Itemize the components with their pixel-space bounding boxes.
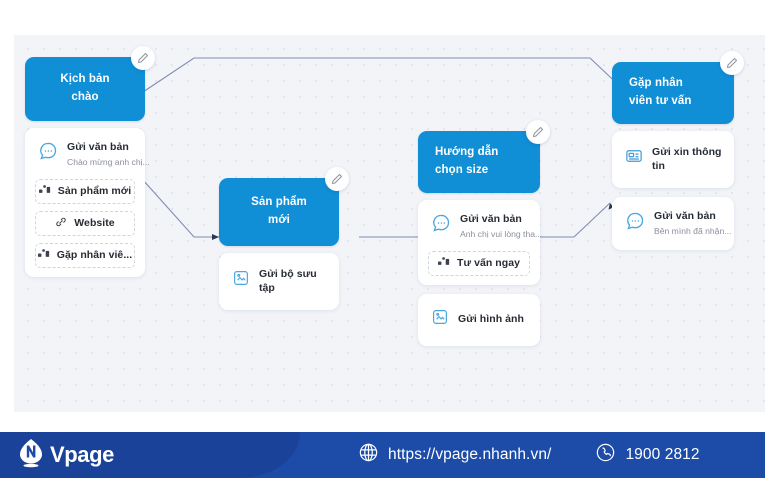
message-row[interactable]: Gửi bộ sưu tập [229, 264, 329, 299]
message-preview: Chào mừng anh chị... [67, 156, 150, 167]
option-meet-staff[interactable]: Gặp nhân viê... [35, 242, 135, 268]
globe-icon [358, 442, 379, 468]
node-greeting-header[interactable]: Kịch bản chào [25, 46, 155, 121]
image-card-icon [232, 269, 250, 292]
option-label: Gặp nhân viê... [56, 249, 133, 262]
footer-left-tint [0, 432, 300, 478]
message-row[interactable]: Gửi văn bản Chào mừng anh chị... [35, 137, 150, 172]
node-meet-staff-panel-text: Gửi văn bản Bên mình đã nhận... [612, 196, 734, 251]
message-title: Gửi hình ảnh [458, 313, 524, 326]
flow-block-icon [38, 184, 51, 198]
option-website[interactable]: Website [35, 210, 135, 236]
node-new-product[interactable]: Sản phẩm mới [219, 167, 349, 310]
node-new-product-header[interactable]: Sản phẩm mới [219, 167, 349, 246]
message-row[interactable]: Gửi hình ảnh [428, 305, 530, 335]
chat-bubble-icon [431, 213, 451, 238]
node-meet-staff-title: Gặp nhân viên tư vấn [629, 77, 692, 107]
node-greeting-panel: Gửi văn bản Chào mừng anh chị... Sản phẩ… [25, 127, 150, 277]
message-title: Gửi văn bản [460, 212, 522, 225]
node-size-guide-header[interactable]: Hướng dẫn chọn size [418, 120, 550, 193]
option-consult-now[interactable]: Tư vấn ngay [428, 250, 530, 276]
form-icon [625, 147, 643, 170]
message-preview: Bên mình đã nhận... [654, 226, 732, 237]
node-size-guide-panel-image: Gửi hình ảnh [418, 293, 540, 346]
node-new-product-panel: Gửi bộ sưu tập [219, 252, 339, 310]
chat-bubble-icon [38, 141, 58, 166]
footer-website[interactable]: https://vpage.nhanh.vn/ [358, 442, 551, 468]
node-new-product-title: Sản phẩm mới [251, 196, 307, 226]
node-size-guide-panel: Gửi văn bản Anh chị vui lòng tha... Tư v… [418, 199, 542, 285]
link-icon [55, 216, 67, 231]
footer-website-label: https://vpage.nhanh.vn/ [388, 446, 552, 463]
message-row[interactable]: Gửi văn bản Bên mình đã nhận... [622, 206, 731, 241]
footer-phone-label: 1900 2812 [625, 446, 700, 463]
chat-bubble-icon [625, 211, 645, 236]
image-icon [431, 308, 449, 331]
phone-icon [595, 442, 616, 468]
flow-canvas[interactable]: Kịch bản chào [14, 35, 765, 412]
pencil-icon[interactable] [720, 51, 744, 75]
pencil-icon[interactable] [325, 167, 349, 191]
flow-block-icon [37, 248, 50, 262]
message-title: Gửi bộ sưu tập [259, 267, 317, 294]
message-row[interactable]: Gửi xin thông tin [622, 142, 724, 177]
vpage-leaf-logo [18, 438, 44, 473]
node-greeting-title: Kịch bản chào [60, 73, 110, 103]
option-new-product[interactable]: Sản phẩm mới [35, 178, 135, 204]
node-meet-staff-panel-form: Gửi xin thông tin [612, 130, 734, 188]
footer-bar: Vpage https://vpage.nhanh.vn/ [0, 432, 765, 478]
node-size-guide[interactable]: Hướng dẫn chọn size [418, 120, 550, 346]
option-label: Website [74, 217, 115, 230]
message-row[interactable]: Gửi văn bản Anh chị vui lòng tha... [428, 209, 542, 244]
brand-name: Vpage [50, 442, 115, 467]
node-meet-staff[interactable]: Gặp nhân viên tư vấn [612, 51, 744, 251]
footer-contact-group: https://vpage.nhanh.vn/ 1900 2812 [358, 432, 700, 478]
node-greeting[interactable]: Kịch bản chào [25, 46, 155, 277]
pencil-icon[interactable] [131, 46, 155, 70]
option-label: Sản phẩm mới [57, 185, 132, 198]
message-preview: Anh chị vui lòng tha... [460, 228, 543, 239]
message-title: Gửi văn bản [654, 209, 716, 222]
footer-logo[interactable]: Vpage [18, 438, 114, 473]
pencil-icon[interactable] [526, 120, 550, 144]
message-title: Gửi văn bản [67, 140, 129, 153]
option-label: Tư vấn ngay [456, 257, 520, 270]
flow-block-icon [437, 256, 450, 270]
message-title: Gửi xin thông tin [652, 145, 722, 172]
footer-phone[interactable]: 1900 2812 [595, 442, 700, 468]
node-size-guide-title: Hướng dẫn chọn size [435, 146, 499, 176]
node-meet-staff-header[interactable]: Gặp nhân viên tư vấn [612, 51, 744, 124]
